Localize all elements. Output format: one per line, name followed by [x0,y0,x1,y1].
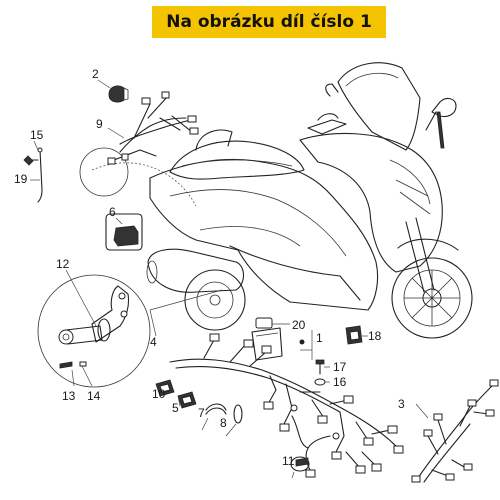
connector-part-10 [155,379,175,397]
callout-18: 18 [368,329,382,343]
callout-4: 4 [150,335,157,349]
callout-19: 19 [14,172,28,186]
part-number-banner: Na obrázku díl číslo 1 [152,6,386,38]
callout-7: 7 [198,406,205,420]
callout-6: 6 [109,205,116,219]
screw-part-17 [315,359,330,375]
detail-circle-12-13-14 [37,269,223,388]
callout-13: 13 [62,389,76,403]
harness-part-3 [411,379,499,483]
clamp-part-11 [290,456,310,479]
callout-11: 11 [282,454,295,468]
callout-20: 20 [292,318,306,332]
bracket-part-18 [345,325,368,345]
callout-8: 8 [220,416,227,430]
callout-12: 12 [56,257,70,271]
cable-part-19 [30,147,43,203]
callout-5: 5 [172,401,179,415]
clip-part-2 [97,79,129,103]
control-box-part-6 [105,213,143,251]
callout-17: 17 [333,360,347,374]
callout-3: 3 [398,397,405,411]
scooter-outline-icon [146,62,473,339]
callout-9: 9 [96,117,103,131]
callout-1: 1 [316,331,323,345]
callout-10: 10 [152,387,166,401]
lead-part-1 [299,330,313,360]
banner-text: Na obrázku díl číslo 1 [166,12,372,32]
band-part-8 [225,404,243,437]
band-part-7 [201,403,227,431]
harness-part-9 [107,91,199,165]
screw-part-15 [23,140,39,166]
callout-14: 14 [87,389,101,403]
module-part-20 [251,317,290,361]
washer-part-16 [314,378,330,386]
callout-16: 16 [333,375,347,389]
connector-part-5 [177,391,197,409]
callout-2: 2 [92,67,99,81]
callout-15: 15 [30,128,44,142]
main-harness-part-1 [169,333,404,478]
